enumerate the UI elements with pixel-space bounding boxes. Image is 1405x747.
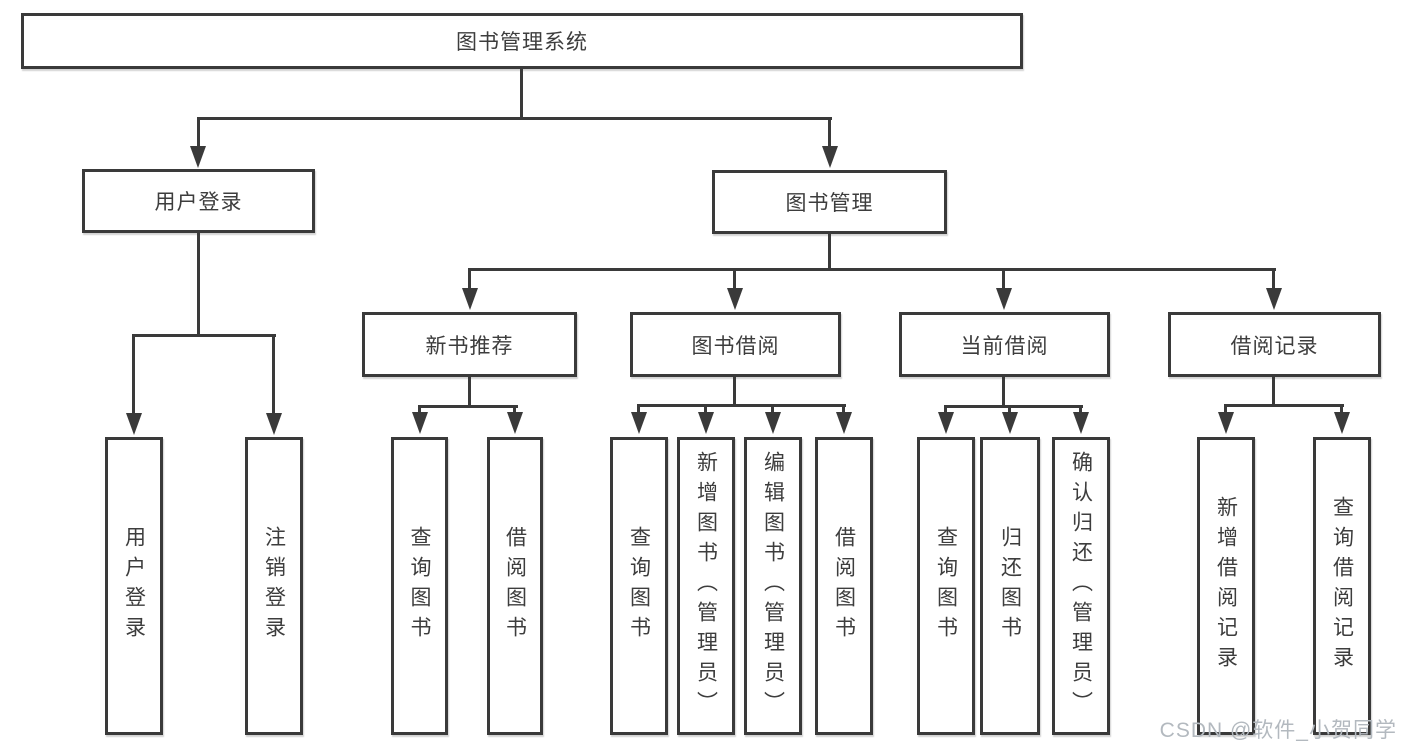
connector-line <box>418 405 421 415</box>
node-new-book-recommend-label: 新书推荐 <box>425 334 514 358</box>
leaf-return-book: 归还图书 <box>980 437 1040 735</box>
connector-line <box>1224 404 1344 407</box>
connector-line <box>1224 404 1227 414</box>
connector-line <box>272 334 275 414</box>
leaf-add-book-admin-label: 新增图书（管理员） <box>694 451 718 721</box>
leaf-query-books-current-label: 查询图书 <box>934 526 958 646</box>
connector-line <box>468 377 471 408</box>
connector-line <box>733 377 736 407</box>
connector-line <box>132 334 135 414</box>
node-current-borrowing-label: 当前借阅 <box>960 334 1049 358</box>
connector-arrowhead <box>266 413 282 435</box>
connector-arrowhead <box>462 288 478 310</box>
connector-line <box>132 334 276 337</box>
connector-line <box>1008 405 1011 415</box>
node-new-book-recommend: 新书推荐 <box>362 312 577 377</box>
connector-line <box>197 117 832 120</box>
node-borrowing-records-label: 借阅记录 <box>1230 334 1319 358</box>
connector-line <box>1002 268 1005 290</box>
connector-arrowhead <box>1266 288 1282 310</box>
connector-line <box>1340 404 1343 414</box>
connector-line <box>418 405 518 408</box>
node-user-login-label: 用户登录 <box>154 191 243 214</box>
connector-arrowhead <box>412 412 428 434</box>
connector-line <box>520 68 523 118</box>
leaf-borrow-book: 借阅图书 <box>815 437 873 735</box>
connector-arrowhead <box>698 412 714 434</box>
leaf-edit-book-admin-label: 编辑图书（管理员） <box>761 451 785 721</box>
connector-line <box>828 233 831 271</box>
connector-line <box>704 404 707 414</box>
connector-line <box>197 231 200 337</box>
connector-line <box>1272 377 1275 407</box>
leaf-borrow-books-recommend: 借阅图书 <box>487 437 543 735</box>
leaf-confirm-return-admin-label: 确认归还（管理员） <box>1069 451 1093 721</box>
connector-arrowhead <box>1334 412 1350 434</box>
connector-arrowhead <box>836 412 852 434</box>
connector-arrowhead <box>938 412 954 434</box>
leaf-user-login-label: 用户登录 <box>122 526 146 646</box>
node-borrowing-records: 借阅记录 <box>1168 312 1381 377</box>
node-book-management: 图书管理 <box>712 170 947 234</box>
leaf-logout-label: 注销登录 <box>262 526 286 646</box>
connector-line <box>771 404 774 414</box>
leaf-query-books-current: 查询图书 <box>917 437 975 735</box>
node-book-borrowing-label: 图书借阅 <box>691 334 780 358</box>
leaf-add-borrow-record-label: 新增借阅记录 <box>1214 496 1238 676</box>
leaf-user-login: 用户登录 <box>105 437 163 735</box>
node-user-login: 用户登录 <box>82 169 315 233</box>
connector-line <box>1002 377 1005 408</box>
leaf-query-borrow-record: 查询借阅记录 <box>1313 437 1371 735</box>
leaf-query-borrow-record-label: 查询借阅记录 <box>1330 496 1354 676</box>
csdn-watermark: CSDN @软件_小贺同学 <box>1159 719 1397 742</box>
connector-line <box>468 268 471 290</box>
connector-arrowhead <box>126 413 142 435</box>
node-library-system-label: 图书管理系统 <box>456 31 588 54</box>
node-book-management-label: 图书管理 <box>785 192 874 215</box>
connector-arrowhead <box>190 146 206 168</box>
connector-arrowhead <box>1073 412 1089 434</box>
leaf-borrow-books-recommend-label: 借阅图书 <box>503 526 527 646</box>
leaf-edit-book-admin: 编辑图书（管理员） <box>744 437 802 735</box>
leaf-add-borrow-record: 新增借阅记录 <box>1197 437 1255 735</box>
node-current-borrowing: 当前借阅 <box>899 312 1110 377</box>
leaf-return-book-label: 归还图书 <box>998 526 1022 646</box>
connector-arrowhead <box>996 288 1012 310</box>
connector-line <box>637 404 640 414</box>
leaf-confirm-return-admin: 确认归还（管理员） <box>1052 437 1110 735</box>
connector-line <box>513 405 516 415</box>
connector-line <box>637 404 846 407</box>
connector-line <box>733 268 736 290</box>
connector-line <box>944 405 1083 408</box>
node-book-borrowing: 图书借阅 <box>630 312 841 377</box>
connector-line <box>468 268 1276 271</box>
connector-arrowhead <box>822 146 838 168</box>
connector-line <box>1272 268 1275 290</box>
leaf-add-book-admin: 新增图书（管理员） <box>677 437 735 735</box>
node-library-system: 图书管理系统 <box>21 13 1023 69</box>
connector-arrowhead <box>765 412 781 434</box>
connector-arrowhead <box>507 412 523 434</box>
leaf-query-books-recommend-label: 查询图书 <box>408 526 432 646</box>
leaf-query-books-borrowing-label: 查询图书 <box>627 526 651 646</box>
connector-line <box>842 404 845 414</box>
connector-line <box>1079 405 1082 415</box>
connector-arrowhead <box>631 412 647 434</box>
connector-arrowhead <box>1218 412 1234 434</box>
connector-line <box>828 117 831 147</box>
connector-arrowhead <box>727 288 743 310</box>
leaf-query-books-recommend: 查询图书 <box>391 437 448 735</box>
connector-line <box>197 117 200 147</box>
connector-line <box>944 405 947 415</box>
leaf-query-books-borrowing: 查询图书 <box>610 437 668 735</box>
connector-arrowhead <box>1002 412 1018 434</box>
leaf-borrow-book-label: 借阅图书 <box>832 526 856 646</box>
leaf-logout: 注销登录 <box>245 437 303 735</box>
